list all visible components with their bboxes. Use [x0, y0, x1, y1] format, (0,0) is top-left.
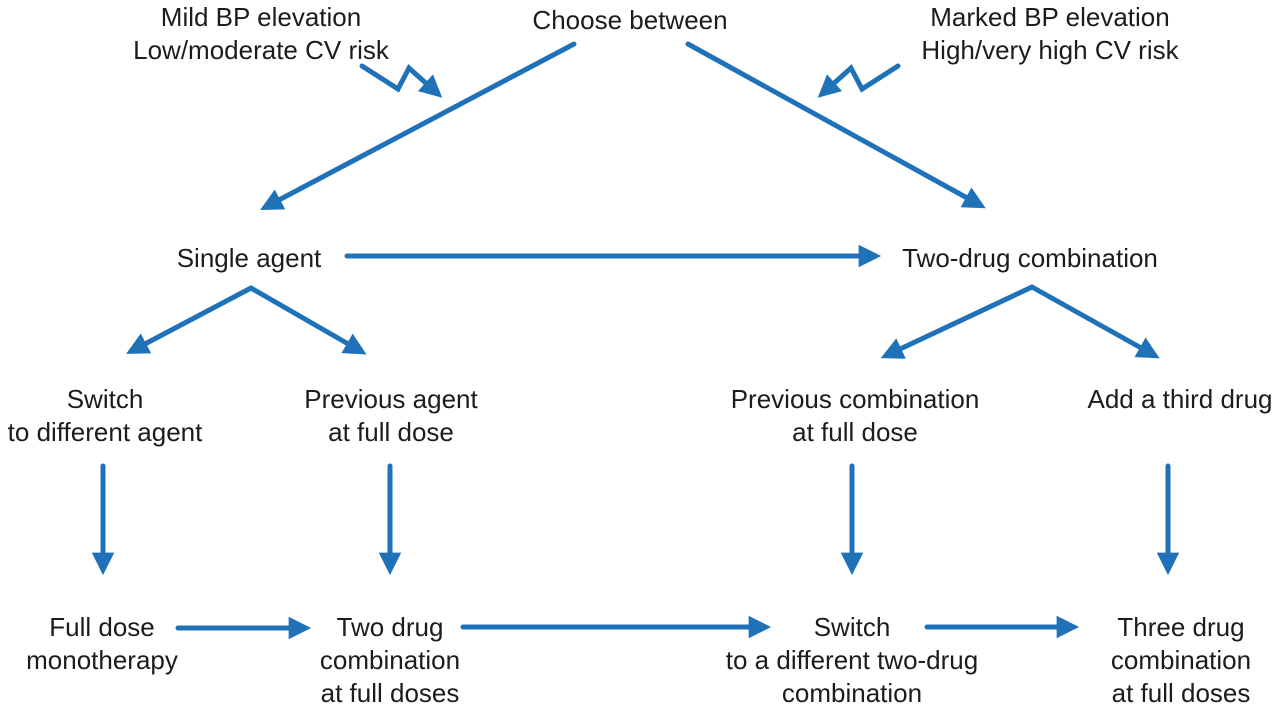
arrow-single-agent-to-previous-agent	[248, 285, 367, 355]
node-line: at full doses	[1111, 678, 1251, 707]
node-single-agent: Single agent	[177, 242, 322, 275]
node-three-drug-combination-full-doses: Three drug combination at full doses	[1111, 611, 1251, 707]
node-line: to a different two-drug	[725, 645, 979, 675]
node-line: Mild BP elevation	[160, 2, 362, 32]
node-line: Low/moderate CV risk	[133, 35, 389, 65]
node-line: Marked BP elevation	[930, 2, 1170, 32]
node-line: Single agent	[176, 243, 322, 273]
node-previous-agent-full-dose: Previous agent at full dose	[304, 383, 477, 449]
node-line: Three drug	[1117, 612, 1245, 642]
node-marked-bp-elevation: Marked BP elevation High/very high CV ri…	[921, 1, 1178, 67]
node-choose-between: Choose between	[532, 4, 727, 37]
node-line: Choose between	[532, 5, 728, 35]
node-line: combination	[319, 645, 461, 675]
node-mild-bp-elevation: Mild BP elevation Low/moderate CV risk	[133, 1, 389, 67]
node-line: at full dose	[792, 417, 918, 447]
node-full-dose-monotherapy: Full dose monotherapy	[26, 611, 178, 677]
arrow-single-agent-to-switch	[126, 285, 254, 354]
node-line: Full dose	[49, 612, 155, 642]
arrow-two-drug-to-previous-combination	[880, 284, 1035, 359]
node-line: combination	[1110, 645, 1252, 675]
arrow-choose-to-two-drug-combination	[685, 41, 986, 209]
node-line: Switch	[813, 612, 891, 642]
node-line: Two-drug combination	[902, 243, 1158, 273]
node-line: Two drug	[336, 612, 444, 642]
annotation-arrow-mild	[359, 63, 443, 98]
node-line: Previous combination	[730, 384, 980, 414]
node-line: combination	[781, 678, 923, 707]
node-line: Switch	[66, 384, 144, 414]
arrow-choose-to-single-agent	[260, 41, 577, 210]
node-two-drug-combination-full-doses: Two drug combination at full doses	[320, 611, 460, 707]
arrow-two-drug-to-add-third-drug	[1029, 284, 1160, 359]
node-line: monotherapy	[26, 645, 178, 675]
node-switch-to-different-agent: Switch to different agent	[8, 383, 203, 449]
node-line: Add a third drug	[1087, 384, 1273, 414]
node-line: High/very high CV risk	[921, 35, 1179, 65]
node-line: to different agent	[7, 417, 203, 447]
node-two-drug-combination: Two-drug combination	[902, 242, 1158, 275]
node-line: Previous agent	[304, 384, 478, 414]
node-line: at full doses	[320, 678, 460, 707]
node-line: at full dose	[328, 417, 454, 447]
node-switch-different-two-drug-combination: Switch to a different two-drug combinati…	[726, 611, 978, 707]
annotation-arrow-marked	[817, 63, 901, 98]
node-add-third-drug: Add a third drug	[1087, 383, 1272, 416]
node-previous-combination-full-dose: Previous combination at full dose	[731, 383, 980, 449]
